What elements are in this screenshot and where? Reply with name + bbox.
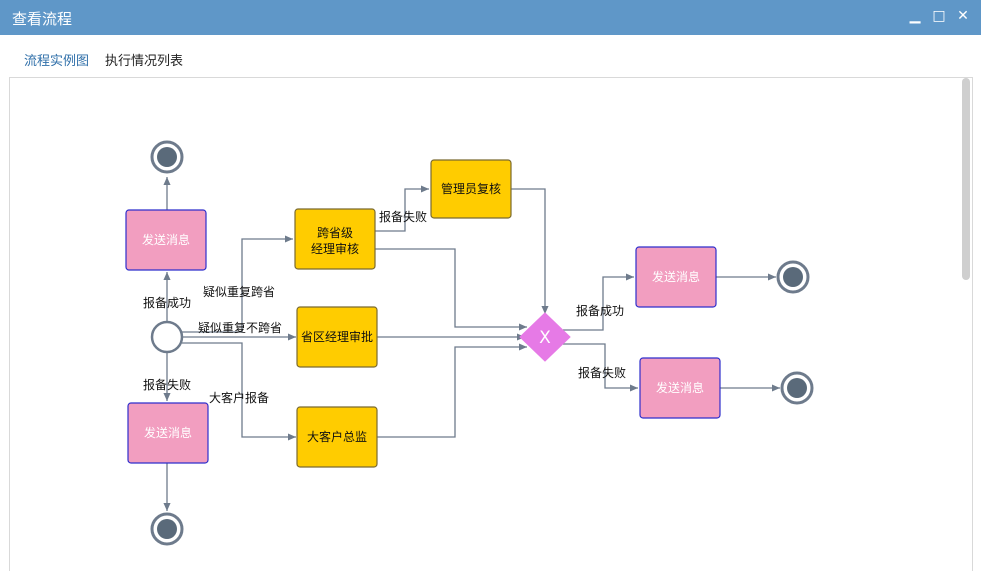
task-admin-review[interactable]: 管理员复核 — [430, 159, 512, 219]
edge-label: 报备失败 — [379, 209, 427, 224]
message-label: 发送消息 — [144, 425, 192, 440]
message-task-left-top[interactable]: 发送消息 — [125, 209, 207, 271]
task-label: 管理员复核 — [441, 181, 501, 196]
edge-label: 大客户报备 — [209, 390, 269, 405]
edge-label: 疑似重复不跨省 — [198, 320, 282, 335]
message-label: 发送消息 — [656, 380, 704, 395]
start-event[interactable] — [150, 320, 184, 354]
edge-gateway-to-msg-right-bottom — [563, 343, 638, 392]
gateway-x-icon: X — [539, 328, 551, 348]
edges — [163, 177, 780, 511]
edge-labels: 报备成功 报备失败 疑似重复跨省 疑似重复不跨省 大客户报备 报备失败 报备成功… — [143, 209, 626, 405]
message-task-right-bottom[interactable]: 发送消息 — [639, 357, 721, 419]
edge-label: 报备失败 — [143, 377, 191, 392]
task-label-line1: 跨省级 — [317, 226, 353, 240]
edge-label: 报备成功 — [576, 303, 624, 318]
window-title: 查看流程 — [12, 10, 73, 28]
edge-key-account-to-gateway — [377, 343, 527, 438]
task-cross-province-review[interactable]: 跨省级 经理审核 — [294, 208, 376, 270]
edge-admin-to-gateway — [511, 188, 549, 314]
maximize-icon[interactable]: □ — [932, 8, 946, 24]
end-event-right-top[interactable] — [776, 260, 810, 294]
edge-label: 报备成功 — [143, 295, 191, 310]
title-bar: 查看流程 ▁ □ ✕ — [0, 0, 981, 35]
edge-cross-to-gateway — [375, 248, 527, 331]
message-task-left-bottom[interactable]: 发送消息 — [127, 402, 209, 464]
message-label: 发送消息 — [652, 269, 700, 284]
task-province-manager-approval[interactable]: 省区经理审批 — [296, 306, 378, 368]
diagram-canvas: 发送消息 发送消息 发送消息 发送消息 跨省级 经理审核 — [9, 77, 973, 571]
tab-execution-list[interactable]: 执行情况列表 — [105, 54, 184, 69]
tab-process-diagram[interactable]: 流程实例图 — [10, 44, 104, 80]
edge-label: 疑似重复跨省 — [203, 284, 275, 299]
edge-start-to-key-account — [182, 342, 296, 441]
task-key-account-director[interactable]: 大客户总监 — [296, 406, 378, 468]
minimize-icon[interactable]: ▁ — [909, 8, 921, 24]
edge-label: 报备失败 — [578, 365, 626, 380]
process-diagram: 发送消息 发送消息 发送消息 发送消息 跨省级 经理审核 — [125, 140, 814, 546]
edge-gateway-to-msg-right-top — [563, 273, 634, 331]
tab-strip: 流程实例图 执行情况列表 — [10, 44, 970, 80]
vertical-scrollbar[interactable] — [962, 78, 970, 280]
end-event-bottom-left[interactable] — [150, 512, 184, 546]
edge-start-to-cross-province — [182, 235, 293, 333]
end-event-right-bottom[interactable] — [780, 371, 814, 405]
close-icon[interactable]: ✕ — [957, 8, 969, 24]
message-label: 发送消息 — [142, 232, 190, 247]
end-event-top-left[interactable] — [150, 140, 184, 174]
message-task-right-top[interactable]: 发送消息 — [635, 246, 717, 308]
task-label-line2: 经理审核 — [311, 241, 359, 256]
task-label: 省区经理审批 — [301, 329, 373, 344]
exclusive-gateway[interactable]: X — [519, 312, 571, 362]
task-label: 大客户总监 — [307, 429, 367, 444]
edge-cross-to-admin — [375, 185, 429, 232]
